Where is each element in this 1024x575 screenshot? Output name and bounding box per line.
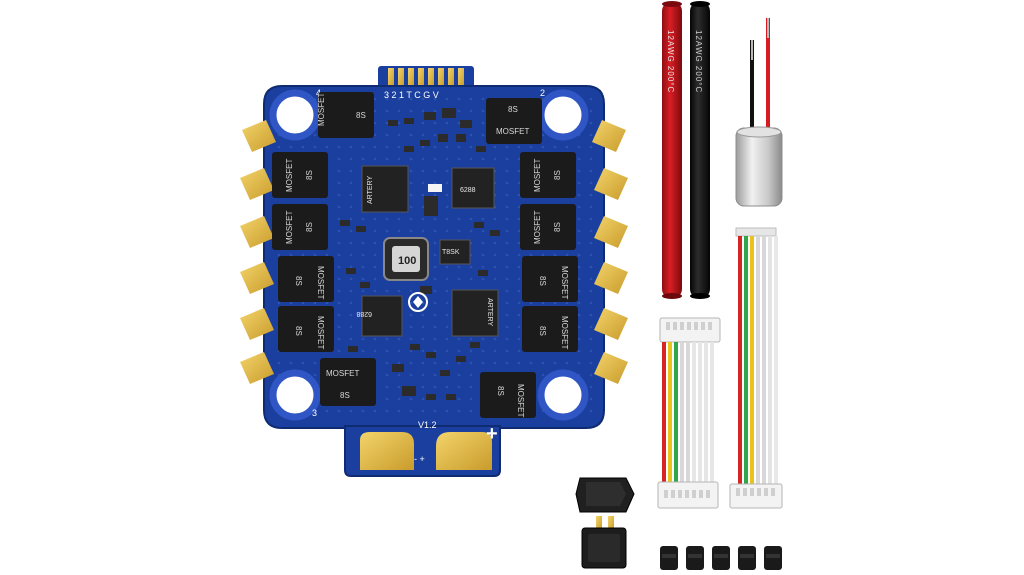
mosfet: MOSFET 8S	[522, 256, 578, 302]
mosfet: MOSFET 8S	[520, 152, 576, 198]
mosfet: MOSFET 8S	[520, 204, 576, 250]
svg-text:8S: 8S	[538, 276, 547, 286]
grommet	[738, 546, 756, 570]
svg-text:8S: 8S	[305, 170, 314, 180]
red-power-wire: 12AWG 200°C	[662, 1, 682, 299]
driver-chip-bottom: ARTERY	[451, 289, 499, 337]
svg-text:ARTERY: ARTERY	[486, 298, 493, 326]
capacitor	[735, 18, 783, 207]
signal-cable-long	[729, 227, 783, 509]
motor-pads-left	[240, 120, 276, 384]
sensor-chip: T8SK	[439, 239, 471, 265]
svg-text:MOSFET: MOSFET	[326, 369, 359, 378]
svg-text:MOSFET: MOSFET	[316, 266, 325, 299]
svg-text:MOSFET: MOSFET	[533, 211, 542, 244]
mosfet: MOSFET 8S	[320, 358, 376, 406]
black-power-wire: 12AWG 200°C	[690, 1, 710, 299]
grommet	[764, 546, 782, 570]
grommet	[686, 546, 704, 570]
mounting-holes	[269, 89, 589, 421]
corner-label-3: 3	[312, 408, 317, 418]
inductor-label: 100	[398, 255, 416, 267]
svg-text:8S: 8S	[553, 222, 562, 232]
svg-text:MOSFET: MOSFET	[316, 316, 325, 349]
mosfet: MOSFET 8S	[486, 98, 542, 144]
mosfets: MOSFET 8S MOSFET 8S MOSFET 8S MOSFET 8S …	[272, 92, 578, 418]
mosfet: MOSFET 8S	[317, 92, 374, 138]
corner-label-4: 4	[316, 88, 321, 98]
svg-text:8S: 8S	[553, 170, 562, 180]
svg-text:8S: 8S	[294, 276, 303, 286]
red-wire-label: 12AWG 200°C	[666, 30, 675, 93]
svg-text:MOSFET: MOSFET	[516, 384, 525, 417]
grommet	[712, 546, 730, 570]
svg-text:8S: 8S	[294, 326, 303, 336]
svg-text:MOSFET: MOSFET	[317, 93, 326, 126]
svg-text:ARTERY: ARTERY	[367, 176, 374, 204]
grommet	[660, 546, 678, 570]
svg-text:MOSFET: MOSFET	[533, 159, 542, 192]
black-wire-label: 12AWG 200°C	[694, 30, 703, 93]
motor-pads-right	[592, 120, 628, 384]
svg-text:8S: 8S	[305, 222, 314, 232]
logo-mark	[408, 292, 428, 312]
svg-text:MOSFET: MOSFET	[285, 159, 294, 192]
inductor: 100	[383, 237, 429, 281]
svg-text:6288: 6288	[460, 187, 476, 194]
svg-text:MOSFET: MOSFET	[285, 211, 294, 244]
mcu-chip-top: 6288	[451, 167, 495, 209]
signal-cable-short	[657, 317, 721, 509]
version-label: V1.2	[418, 420, 437, 430]
connector-pin-labels: 3 2 1 T C G V	[384, 90, 439, 100]
svg-text:MOSFET: MOSFET	[560, 316, 569, 349]
svg-text:8S: 8S	[538, 326, 547, 336]
svg-text:8S: 8S	[496, 386, 505, 396]
esc-board: - + + 4 2 3 3 2 1 T C G V	[240, 66, 628, 477]
mcu-chip-bottom: 6288	[356, 295, 403, 337]
power-pad-negative	[360, 432, 414, 470]
plus-sign: +	[486, 423, 498, 445]
mosfet: MOSFET 8S	[278, 306, 334, 352]
mosfet: MOSFET 8S	[272, 152, 328, 198]
rubber-grommets	[660, 546, 782, 570]
svg-text:MOSFET: MOSFET	[496, 127, 529, 136]
corner-label-2: 2	[540, 88, 545, 98]
pad-polarity-label: - +	[414, 454, 425, 464]
mosfet: MOSFET 8S	[522, 306, 578, 352]
svg-text:6288: 6288	[356, 310, 372, 317]
svg-text:8S: 8S	[508, 105, 518, 114]
power-pad-positive	[436, 432, 492, 470]
mosfet: MOSFET 8S	[278, 256, 334, 302]
svg-text:T8SK: T8SK	[442, 249, 460, 256]
passive-components	[340, 108, 500, 400]
svg-text:8S: 8S	[356, 111, 366, 120]
mosfet: MOSFET 8S	[272, 204, 328, 250]
mosfet: MOSFET 8S	[480, 372, 536, 418]
svg-text:MOSFET: MOSFET	[560, 266, 569, 299]
xt60-connector	[575, 477, 635, 569]
svg-text:8S: 8S	[340, 391, 350, 400]
driver-chip-top: ARTERY	[361, 165, 409, 213]
